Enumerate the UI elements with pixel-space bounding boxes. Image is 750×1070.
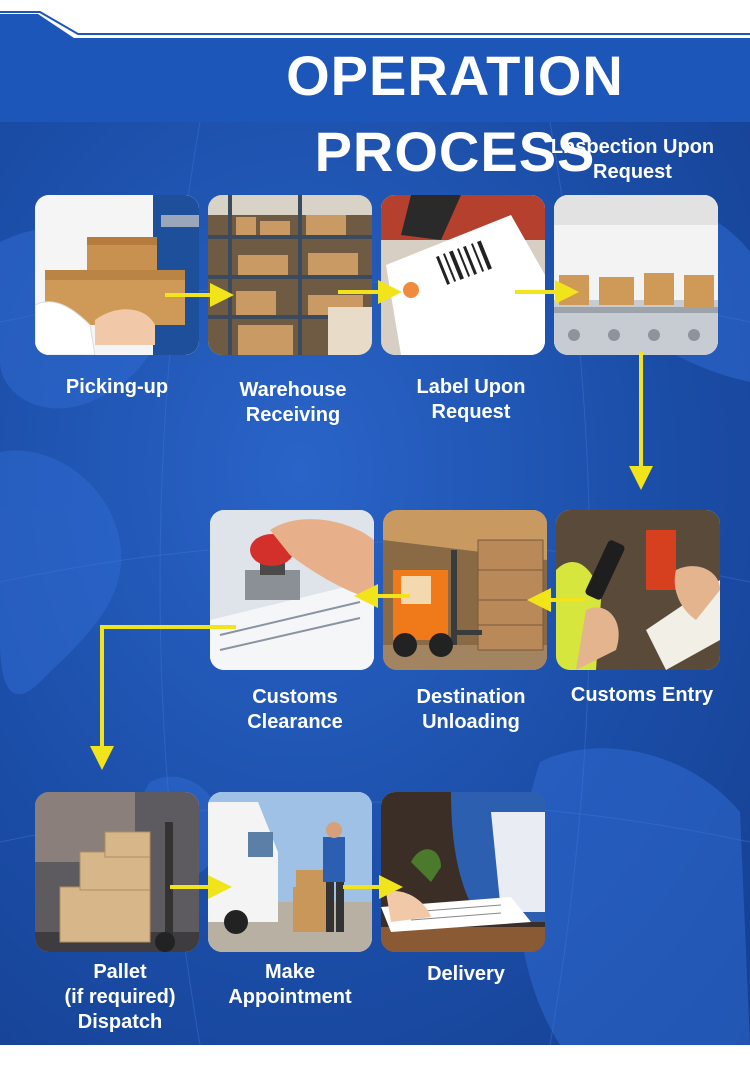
step-label-delivery: Delivery <box>427 963 505 985</box>
process-infographic: OPERATION PROCESS Picking-up <box>0 0 750 1045</box>
step-label-picking-up: Picking-up <box>65 376 169 398</box>
photo-destination-unloading <box>383 510 547 670</box>
photo-picking-up <box>35 195 199 355</box>
step-label-label-upon-request: Label Upon Request <box>416 376 526 423</box>
step-label-customs-clearance: Customs Clearance <box>247 686 343 733</box>
photo-customs-clearance <box>210 510 374 670</box>
photo-delivery <box>381 792 545 952</box>
photo-pallet-dispatch <box>35 792 199 952</box>
photo-make-appointment <box>208 792 372 952</box>
step-label-customs-entry: Customs Entry <box>570 684 714 706</box>
step-label-pallet-dispatch: Pallet (if required) Dispatch <box>64 961 176 1033</box>
photo-inspection-upon-request <box>554 195 718 355</box>
photo-label-upon-request <box>381 195 545 355</box>
step-label-destination-unloading: Destination Unloading <box>416 686 526 733</box>
bottom-strip <box>0 1045 750 1070</box>
step-label-inspection-upon-request: Lnspection Upon Request <box>550 136 715 183</box>
page-title: OPERATION PROCESS <box>286 44 624 183</box>
header-bar <box>0 38 750 122</box>
step-label-warehouse-receiving: Warehouse Receiving <box>239 379 347 426</box>
step-label-make-appointment: Make Appointment <box>228 961 352 1008</box>
photo-warehouse-receiving <box>208 195 372 355</box>
photo-customs-entry <box>556 510 720 670</box>
header-decoration <box>0 0 750 38</box>
